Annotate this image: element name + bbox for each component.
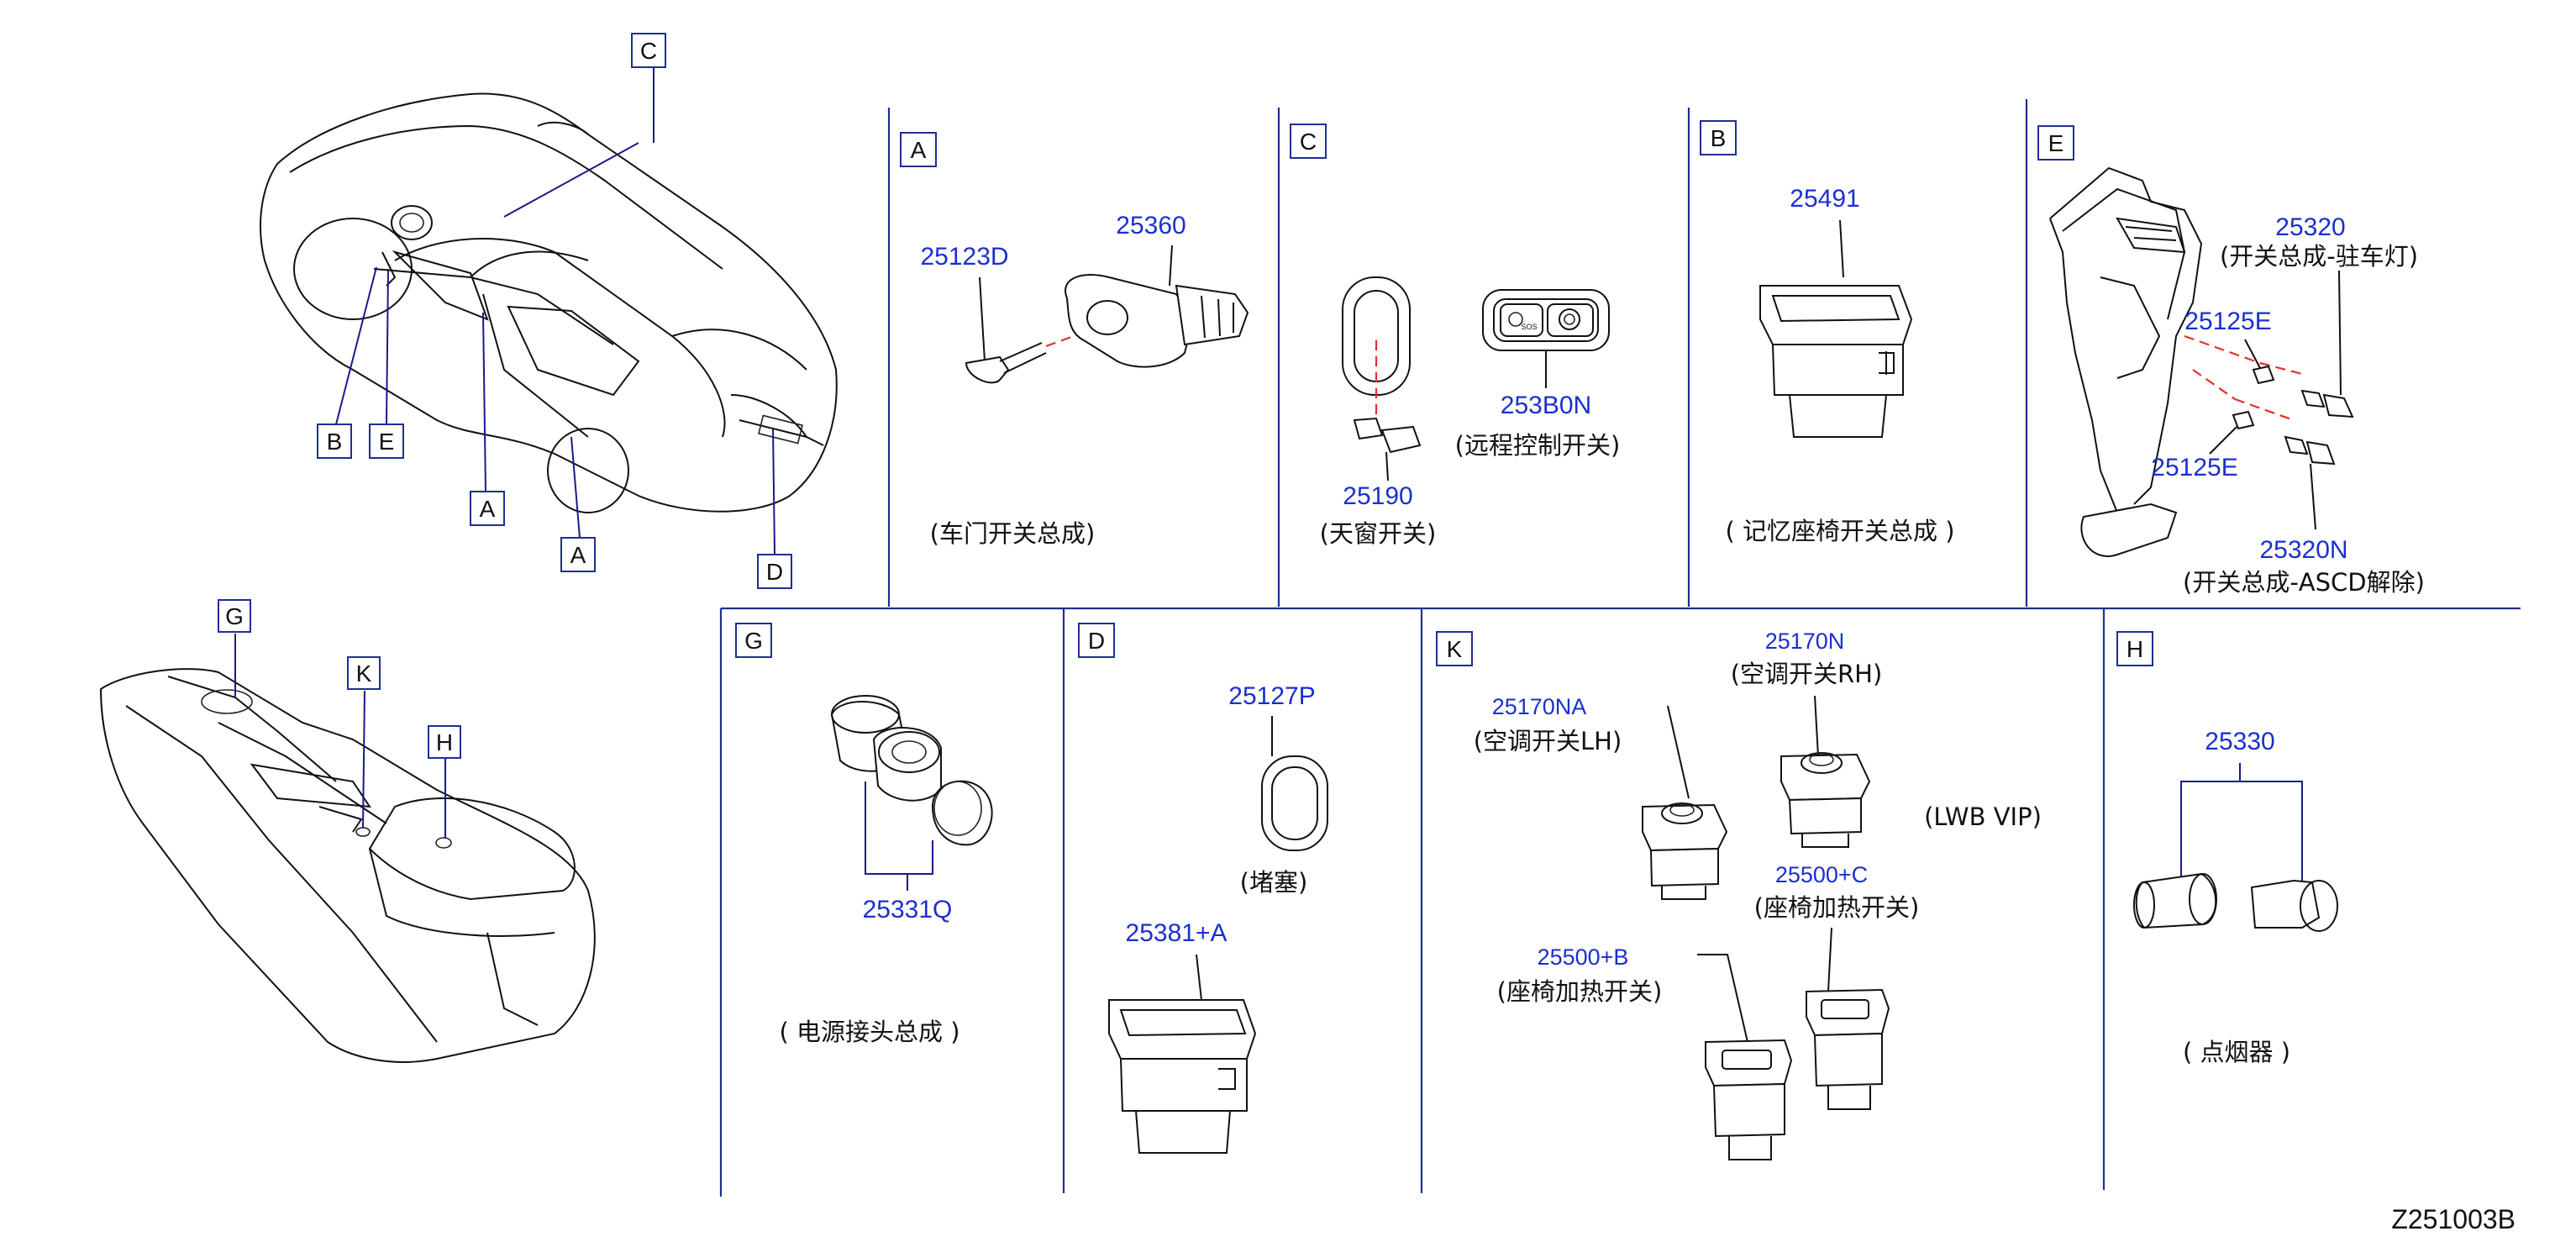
part-25320: 25320 <box>2275 213 2345 241</box>
callout-d: D <box>766 559 783 585</box>
caption-cigar-lighter: ( 点烟器 ) <box>2183 1038 2290 1066</box>
callout-c: C <box>640 38 657 64</box>
caption-memory-seat: ( 记忆座椅开关总成 ) <box>1725 517 1954 545</box>
part-25123d: 25123D <box>920 243 1008 271</box>
part-25330: 25330 <box>2205 728 2274 755</box>
callout-k: K <box>356 660 372 687</box>
callout-g: G <box>225 603 244 629</box>
callout-e: E <box>379 429 395 455</box>
part-25381a: 25381+A <box>1126 919 1228 947</box>
part-25500c: 25500+C <box>1775 862 1868 887</box>
callout-a-rear: A <box>570 542 586 568</box>
panel-grid <box>719 99 2521 1197</box>
caption-sunroof-switch: (天窗开关) <box>1320 519 1437 548</box>
callout-a-door: A <box>480 496 496 522</box>
panel-k: K 25170N (空调开关RH) 25170NA (空调开关LH) (LWB … <box>1436 629 2042 1160</box>
callout-h: H <box>436 729 453 755</box>
panel-c: C 25190 (天窗开关) SOS 253B0N (远程控制开关) <box>1290 124 1621 548</box>
caption-remote-switch: (远程控制开关) <box>1455 431 1621 460</box>
part-25320n: 25320N <box>2259 536 2347 564</box>
part-253b0n: 253B0N <box>1501 392 1591 419</box>
panel-b-letter: B <box>1711 125 1727 151</box>
panel-e: E 25320 (开关总成-驻车灯) 25125E 25125E 25320N … <box>2037 125 2425 597</box>
panel-g: G 25331Q ( 电源接头总成 ) <box>735 623 993 1046</box>
caption-seat-heater-c: (座椅加热开关) <box>1754 893 1920 922</box>
caption-door-switch: (车门开关总成) <box>930 519 1096 548</box>
diagram-code: Z251003B <box>2391 1204 2516 1234</box>
panel-g-letter: G <box>744 628 763 654</box>
panel-b: B 25491 ( 记忆座椅开关总成 ) <box>1700 120 1955 545</box>
caption-parking-lamp-switch: (开关总成-驻车灯) <box>2220 242 2418 271</box>
caption-power-outlet: ( 电源接头总成 ) <box>779 1018 959 1046</box>
console-overview <box>99 634 596 1063</box>
car-overview <box>260 54 838 555</box>
part-25127p: 25127P <box>1228 682 1315 710</box>
part-25331q: 25331Q <box>863 896 953 923</box>
panel-c-letter: C <box>1300 129 1317 155</box>
sos-label: SOS <box>1521 323 1537 331</box>
part-25170na: 25170NA <box>1492 694 1587 719</box>
note-lwb-vip: (LWB VIP) <box>1924 802 2042 831</box>
part-25125e-upper: 25125E <box>2184 308 2271 335</box>
caption-ac-switch-rh: (空调开关RH) <box>1731 660 1883 688</box>
panel-h-letter: H <box>2127 636 2143 662</box>
panel-h: H 25330 ( 点烟器 ) <box>2116 631 2338 1066</box>
panel-a: A 25123D 25360 (车门开关总成) <box>900 132 1249 548</box>
part-25491: 25491 <box>1790 185 1859 213</box>
caption-seat-heater-b: (座椅加热开关) <box>1497 977 1663 1006</box>
caption-ac-switch-lh: (空调开关LH) <box>1474 727 1622 755</box>
panel-d: D 25127P (堵塞) 25381+A <box>1078 623 1328 1154</box>
caption-ascd-cancel-switch: (开关总成-ASCD解除) <box>2183 568 2425 597</box>
console-callouts: G K H <box>218 599 461 759</box>
part-25190: 25190 <box>1343 482 1412 510</box>
panel-d-letter: D <box>1088 628 1105 654</box>
caption-plug: (堵塞) <box>1240 868 1308 897</box>
panel-a-letter: A <box>911 137 927 163</box>
panel-k-letter: K <box>1447 636 1463 662</box>
callout-b: B <box>327 429 343 455</box>
part-25170n: 25170N <box>1765 629 1845 654</box>
part-25500b: 25500+B <box>1538 944 1629 970</box>
car-callouts: C B E A A D <box>317 33 792 589</box>
part-25360: 25360 <box>1116 212 1185 239</box>
panel-e-letter: E <box>2048 130 2064 156</box>
part-25125e-lower: 25125E <box>2151 454 2237 481</box>
